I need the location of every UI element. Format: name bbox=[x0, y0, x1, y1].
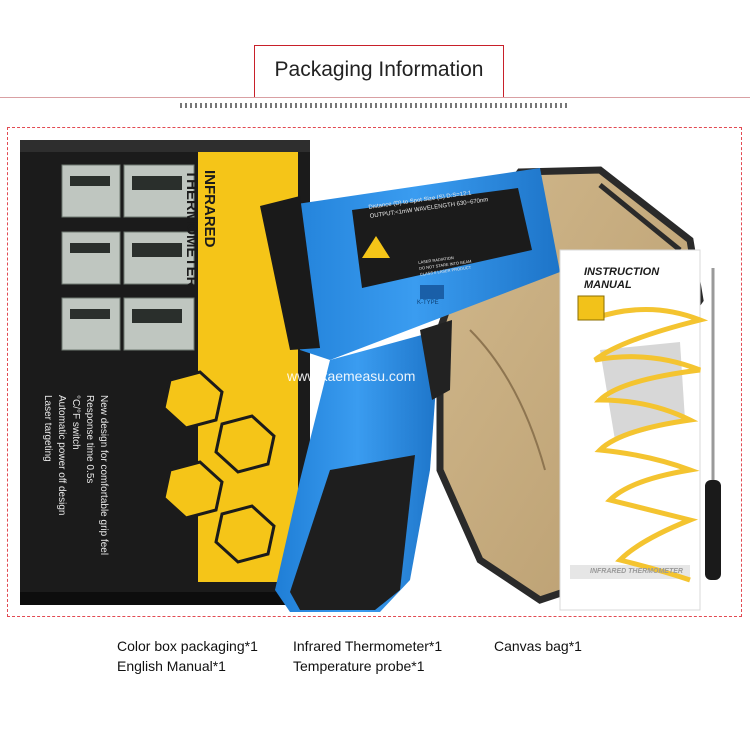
box-title-line2: THERMOMETER bbox=[183, 170, 200, 288]
hexagon-icons bbox=[162, 370, 276, 564]
caption-thermometer: Infrared Thermometer*1 bbox=[293, 638, 443, 654]
watermark: www.kaemeasu.com bbox=[287, 368, 416, 384]
dotted-divider bbox=[180, 103, 570, 108]
title-frame-top bbox=[254, 45, 504, 46]
caption-manual: English Manual*1 bbox=[117, 658, 226, 674]
feature-item: Automatic power off design bbox=[56, 395, 67, 516]
feature-item: Laser targeting bbox=[42, 395, 53, 462]
title-frame-right bbox=[503, 45, 504, 97]
port-label: K-TYPE bbox=[417, 300, 439, 306]
feature-item: New design for comfortable grip feel bbox=[98, 395, 109, 556]
product-photo bbox=[20, 140, 721, 612]
temperature-probe bbox=[577, 268, 721, 583]
manual-title-line1: INSTRUCTION bbox=[584, 266, 660, 278]
feature-item: °C/°F switch bbox=[70, 395, 81, 450]
product-photo-frame bbox=[7, 127, 742, 617]
title-rule bbox=[0, 97, 750, 98]
title-frame-left bbox=[254, 45, 255, 97]
color-box bbox=[20, 140, 310, 605]
manual-footer: INFRARED THERMOMETER bbox=[590, 568, 683, 575]
box-title-line1: INFRARED bbox=[201, 170, 218, 248]
caption-probe: Temperature probe*1 bbox=[293, 658, 425, 674]
caption-canvas-bag: Canvas bag*1 bbox=[494, 638, 582, 654]
caption-color-box: Color box packaging*1 bbox=[117, 638, 258, 654]
manual-title: INSTRUCTION MANUAL bbox=[584, 266, 659, 292]
manual-title-line2: MANUAL bbox=[584, 279, 632, 291]
page-title: Packaging Information bbox=[274, 58, 484, 81]
lcd-samples bbox=[61, 164, 195, 351]
infrared-thermometer bbox=[260, 168, 560, 612]
feature-item: Response time 0.5s bbox=[84, 395, 95, 484]
